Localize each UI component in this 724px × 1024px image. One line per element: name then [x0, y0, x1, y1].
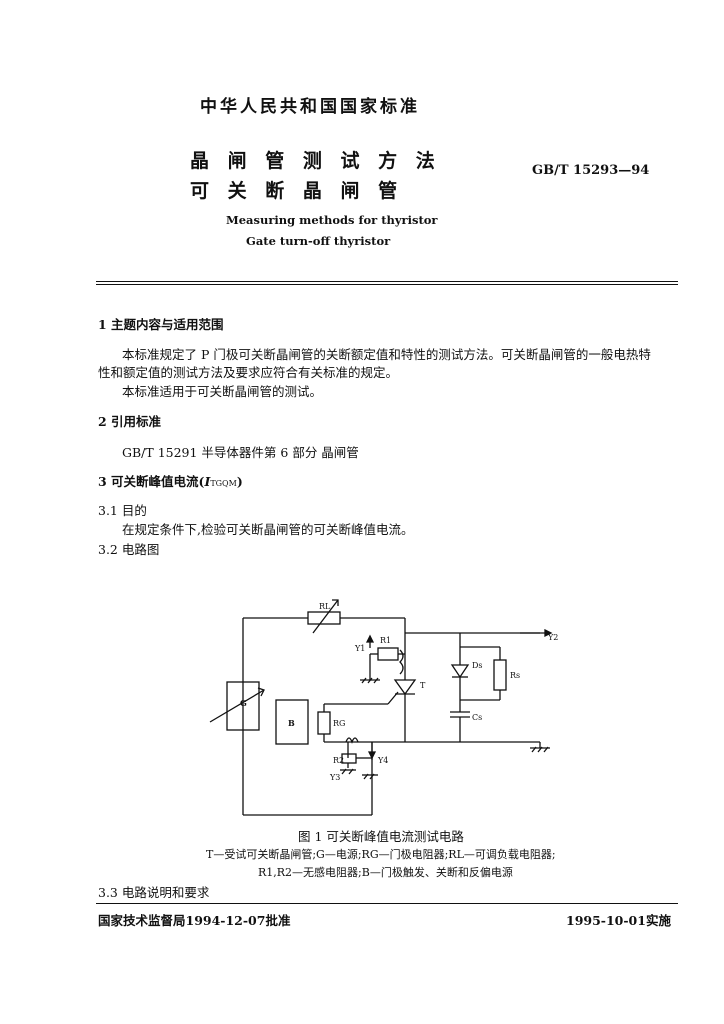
label-t: T [420, 681, 426, 690]
section-2-reference: GB/T 15291 半导体器件第 6 部分 晶闸管 [122, 445, 359, 460]
section-3-heading: 3 可关断峰值电流(ITGQM) [98, 471, 243, 490]
label-ds: Ds [472, 661, 483, 670]
standard-code: GB/T 15293—94 [532, 163, 650, 178]
label-y1: Y1 [354, 644, 365, 653]
label-g: G [240, 698, 247, 708]
section-1-paragraph-line2: 性和额定值的测试方法及要求应符合有关标准的规定。 [98, 365, 399, 380]
label-rl: RL [319, 602, 331, 611]
section-2-heading: 2 引用标准 [98, 414, 162, 429]
label-y4: Y4 [377, 756, 388, 765]
section-1-scope: 本标准适用于可关断晶闸管的测试。 [122, 384, 323, 399]
header-rule-bottom [96, 284, 678, 285]
label-y3: Y3 [329, 773, 340, 782]
title-cn-line1: 晶 闸 管 测 试 方 法 [190, 150, 441, 172]
title-en-line1: Measuring methods for thyristor [226, 213, 438, 227]
label-rs: Rs [510, 671, 520, 680]
footer-approval: 国家技术监督局1994-12-07批准 [98, 913, 291, 928]
section-3-symbol: I [204, 474, 211, 489]
footer-rule [96, 903, 678, 904]
section-1-heading: 1 主题内容与适用范围 [98, 317, 224, 332]
section-3-close: ) [236, 474, 243, 489]
section-3-1-text: 在规定条件下,检验可关断晶闸管的可关断峰值电流。 [122, 522, 414, 537]
label-r1: R1 [380, 636, 391, 645]
label-cs: Cs [472, 713, 482, 722]
issuer-title: 中华人民共和国国家标准 [200, 97, 420, 117]
section-3-3-heading: 3.3 电路说明和要求 [98, 885, 210, 900]
section-3-2-heading: 3.2 电路图 [98, 542, 160, 557]
section-3-1-heading: 3.1 目的 [98, 503, 147, 518]
label-r2: R2 [333, 756, 344, 765]
figure-legend-line2: R1,R2—无感电阻器;B—门极触发、关断和反偏电源 [258, 866, 513, 879]
header-rule-top [96, 281, 678, 282]
figure-legend-line1: T—受试可关断晶闸管;G—电源;RG—门极电阻器;RL—可调负载电阻器; [206, 848, 556, 861]
footer-effective: 1995-10-01实施 [566, 913, 671, 928]
section-3-heading-text: 3 可关断峰值电流( [98, 474, 205, 489]
section-3-subscript: TGQM [210, 479, 237, 488]
label-y2: Y2 [547, 633, 558, 642]
figure-caption: 图 1 可关断峰值电流测试电路 [298, 829, 464, 844]
section-1-paragraph-line1: 本标准规定了 P 门极可关断晶闸管的关断额定值和特性的测试方法。可关断晶闸管的一… [122, 347, 651, 362]
label-rg: RG [333, 719, 345, 728]
label-b: B [288, 718, 295, 728]
title-en-line2: Gate turn-off thyristor [246, 234, 391, 248]
title-cn-line2: 可 关 断 晶 闸 管 [190, 180, 404, 202]
